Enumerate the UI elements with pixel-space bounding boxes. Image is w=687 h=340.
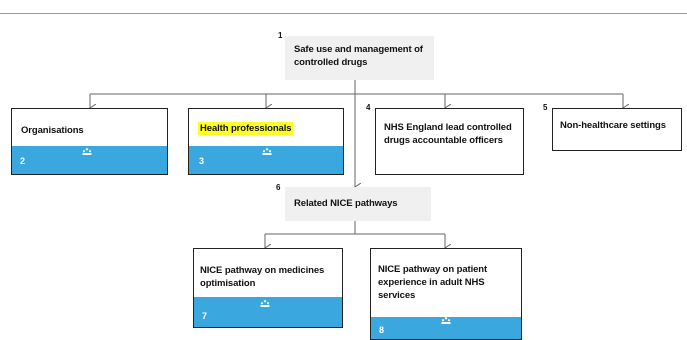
node-nice-patient-experience[interactable]: NICE pathway on patient experience in ad… [370, 248, 522, 340]
node-related-nice-pathways[interactable]: Related NICE pathways [285, 187, 431, 221]
people-group-icon [441, 317, 451, 324]
node-number: 6 [276, 183, 281, 192]
node-non-healthcare-settings[interactable]: Non-healthcare settings [552, 108, 682, 151]
node-band: 3 [189, 146, 343, 174]
node-nhs-england-officers[interactable]: NHS England lead controlled drugs accoun… [375, 108, 524, 175]
node-band: 2 [12, 146, 167, 174]
node-number: 4 [366, 103, 371, 112]
node-number: 3 [199, 156, 205, 166]
node-number: 2 [20, 156, 26, 166]
node-organisations[interactable]: Organisations 2 [11, 108, 168, 175]
root-node[interactable]: Safe use and management of controlled dr… [285, 36, 434, 80]
people-group-icon [262, 148, 272, 155]
node-label: Organisations [21, 125, 84, 136]
node-health-professionals[interactable]: Health professionals 3 [188, 108, 344, 175]
node-label: NHS England lead controlled drugs accoun… [384, 122, 512, 146]
node-label: Related NICE pathways [294, 198, 398, 209]
node-label: NICE pathway on patient experience in ad… [378, 264, 488, 301]
people-group-icon [82, 148, 92, 155]
node-label-highlighted: Health professionals [198, 122, 294, 135]
node-number: 7 [202, 311, 208, 321]
node-label: Safe use and management of controlled dr… [294, 44, 423, 68]
node-number: 5 [543, 103, 548, 112]
node-label: NICE pathway on medicines optimisation [200, 265, 325, 289]
node-band: 8 [371, 317, 521, 339]
top-divider [0, 13, 687, 14]
node-number: 8 [379, 325, 385, 335]
node-band: 7 [194, 297, 342, 327]
people-group-icon [260, 300, 270, 307]
node-label: Non-healthcare settings [560, 120, 666, 131]
node-nice-medicines-optimisation[interactable]: NICE pathway on medicines optimisation 7 [193, 248, 343, 328]
node-number: 1 [278, 31, 283, 40]
